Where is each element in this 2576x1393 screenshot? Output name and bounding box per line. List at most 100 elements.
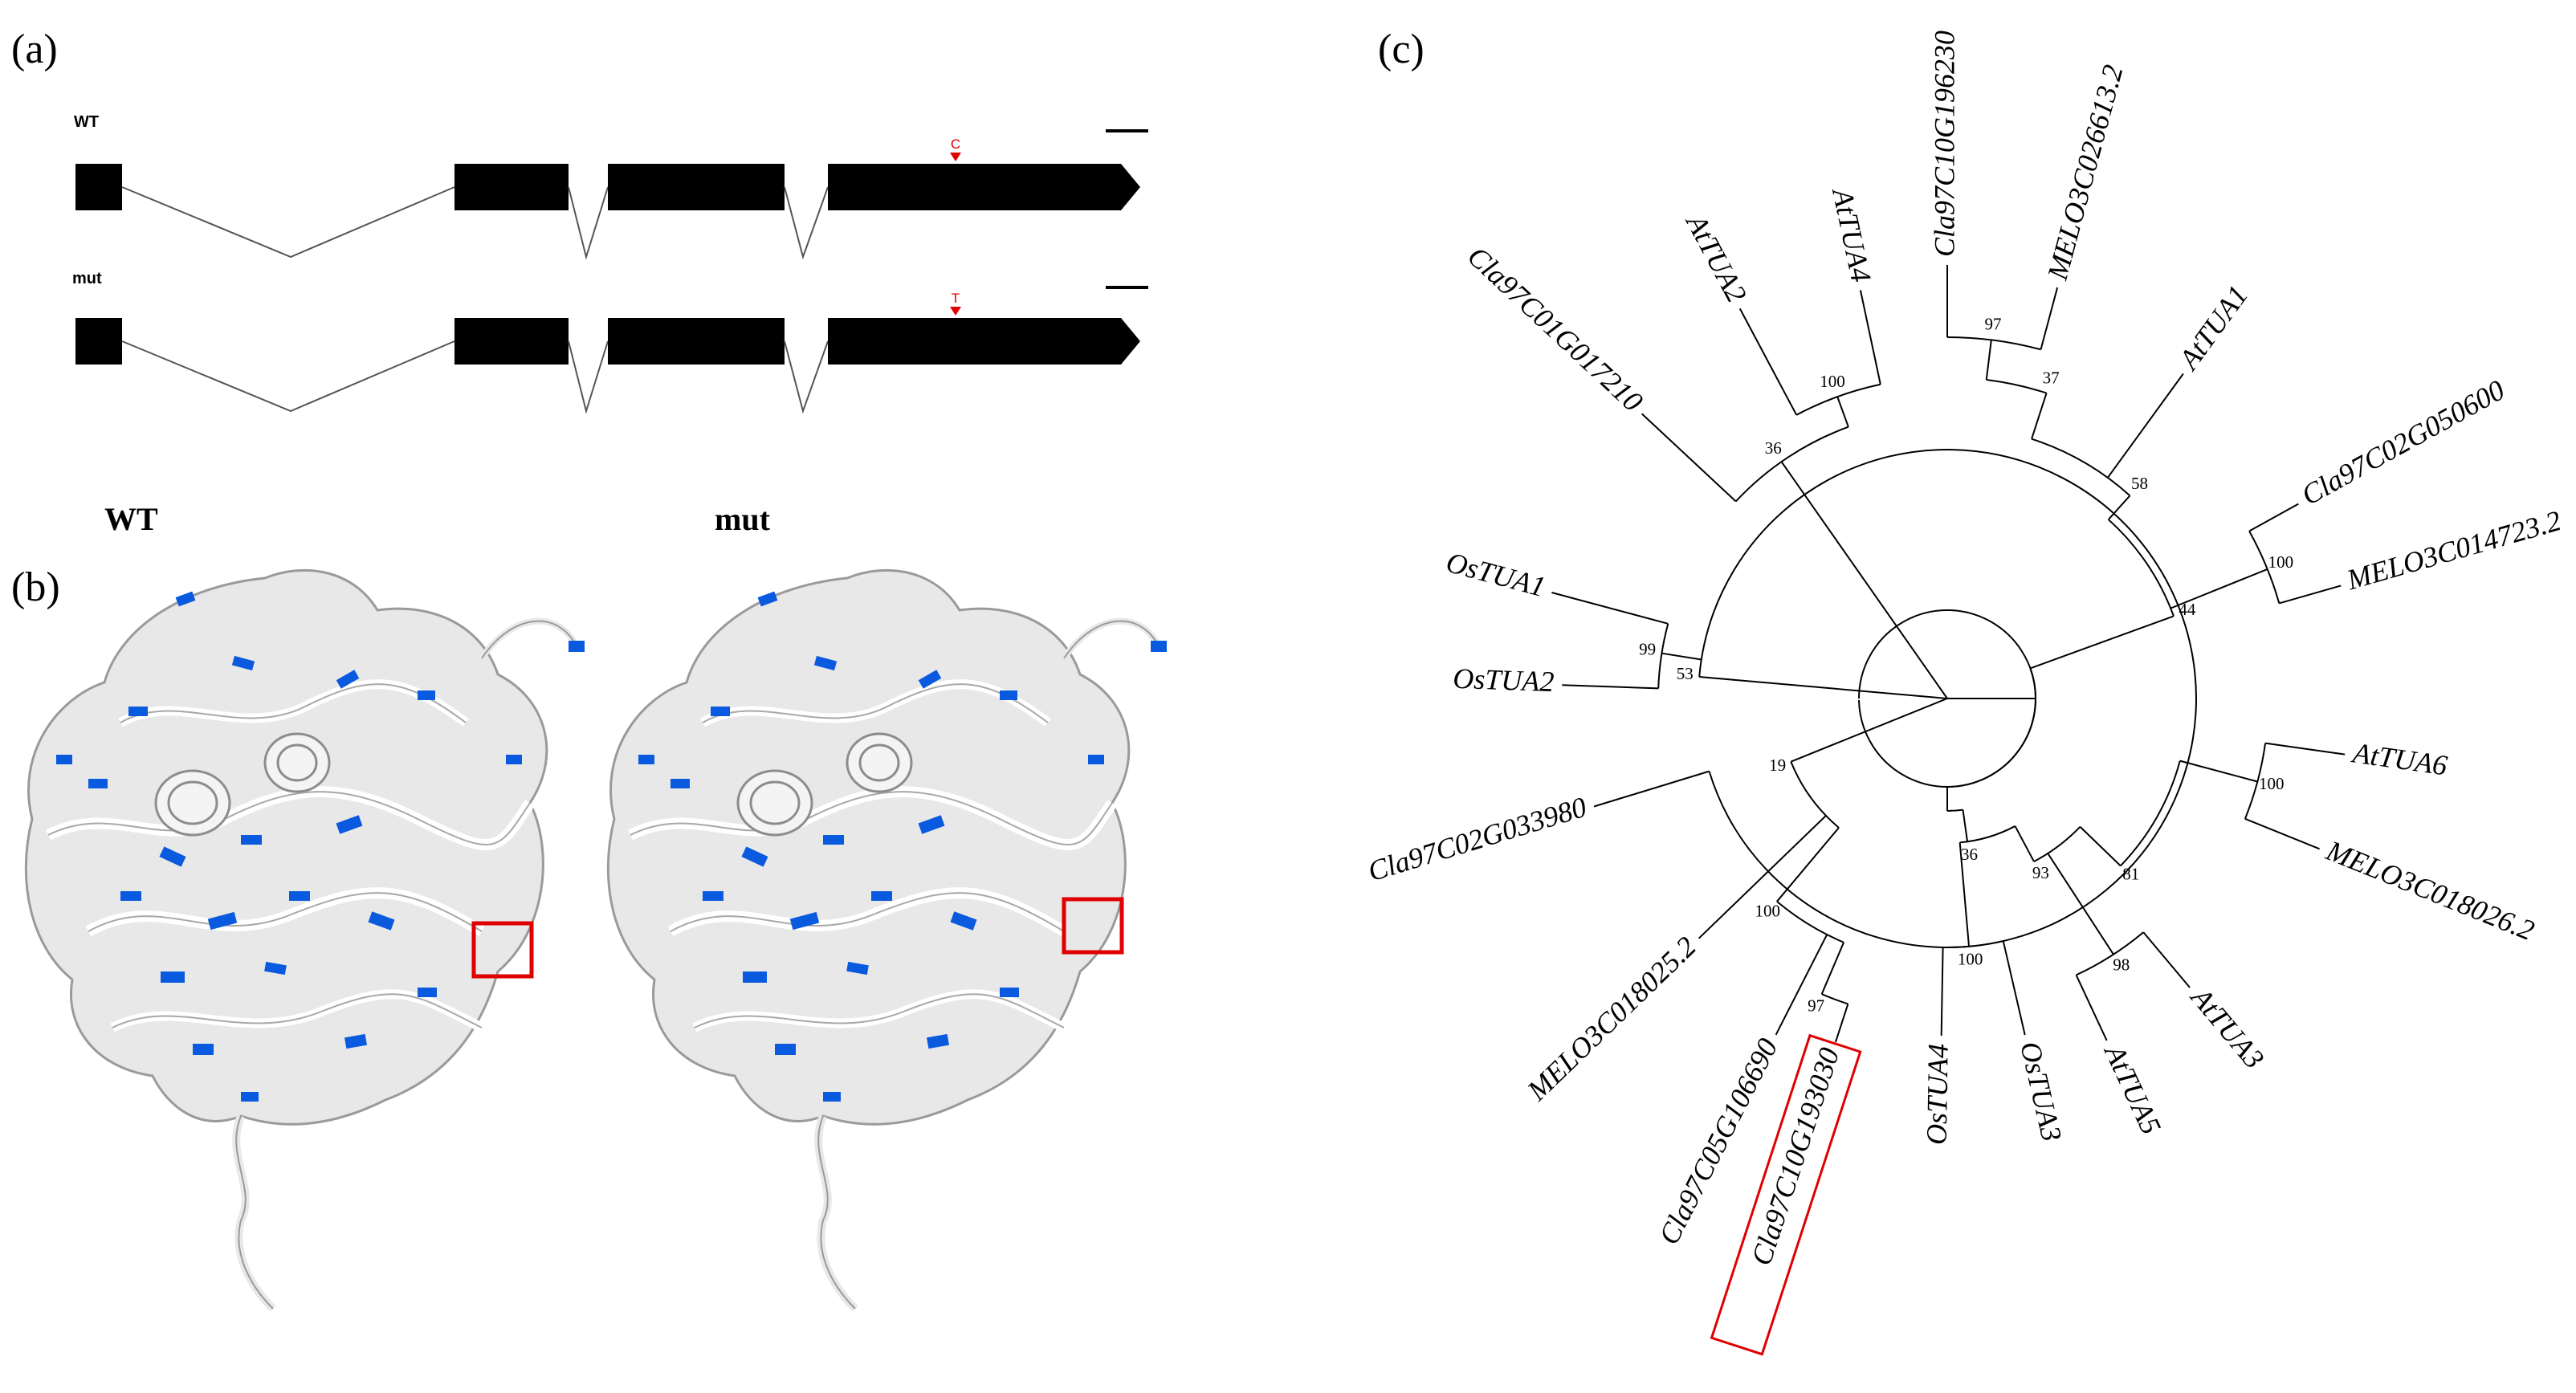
tree-branch	[1836, 396, 1849, 428]
bootstrap-b100_tua4: 100	[1820, 372, 1845, 391]
tree-arc	[1946, 668, 2036, 788]
tree-branch	[1834, 1004, 1849, 1043]
gene-wt-label: WT	[74, 113, 99, 131]
panel-label-a: (a)	[11, 26, 58, 72]
leaf-melo_26613: MELO3C026613.2	[2041, 62, 2130, 284]
snp-wt-base: C	[951, 136, 960, 152]
leaf-osTUA4: OsTUA4	[1921, 1044, 1954, 1146]
tree-branch	[1551, 592, 1669, 625]
exon-3	[608, 318, 785, 365]
tree-branch	[1985, 340, 1992, 381]
tree-branch	[2031, 393, 2048, 439]
exon-1	[75, 318, 122, 365]
tree-arc	[1698, 449, 2197, 948]
bootstrap-b58: 58	[2131, 474, 2148, 493]
bootstrap-b99: 99	[1639, 640, 1656, 659]
tree-branch	[2040, 287, 2059, 350]
tree-arc	[2033, 826, 2081, 862]
protein-model-mut	[608, 570, 1167, 1309]
mutation-site-box-wt	[471, 921, 534, 979]
leaf-atTUA6: AtTUA6	[2350, 736, 2449, 781]
tree-arc	[1795, 383, 1881, 416]
bootstrap-b44: 44	[2179, 600, 2196, 619]
leaf-cla_c02_33980: Cla97C02G033980	[1364, 791, 1590, 888]
exon-2	[454, 318, 569, 365]
tree-arc	[1946, 336, 2041, 351]
tree-branch	[2179, 760, 2258, 783]
intron-1	[121, 186, 455, 259]
tree-branch	[1562, 684, 1659, 690]
tree-branch	[1738, 308, 1798, 416]
gene-structure-mut: mut T	[72, 270, 1148, 414]
panel-label-b: (b)	[11, 564, 60, 610]
protein-mut-label: mut	[715, 501, 771, 537]
tree-branch	[1776, 827, 1840, 902]
leaf-cla_c01: Cla97C01G017210	[1461, 240, 1649, 418]
snp-mut-marker	[950, 307, 961, 316]
bootstrap-b100_cla: 100	[1755, 901, 1781, 920]
tree-branch	[1859, 290, 1881, 385]
bootstrap-b100_melo: 100	[2268, 552, 2294, 572]
bootstrap-b100_os: 100	[1958, 950, 1983, 969]
tree-inner-ring	[1858, 609, 2036, 788]
leaf-osTUA1: OsTUA1	[1443, 546, 1549, 603]
leaf-atTUA4: AtTUA4	[1826, 184, 1877, 285]
snp-mut-base: T	[952, 291, 960, 306]
leaf-melo_18025: MELO3C018025.2	[1520, 931, 1702, 1108]
bootstrap-b81: 81	[2122, 865, 2139, 884]
tree-branch	[2279, 584, 2342, 605]
highlight-box-cla97c10g193030	[1710, 1033, 1862, 1356]
exon-4	[828, 164, 1140, 210]
bootstrap-b100_tua6: 100	[2259, 774, 2285, 793]
tree-branch	[2047, 853, 2114, 955]
tree-arc	[2244, 743, 2267, 820]
tree-arc	[1946, 809, 1963, 813]
bootstrap-b97_c10: 97	[1985, 314, 2002, 333]
tree-branch	[1698, 815, 1827, 939]
tree-arc	[2108, 519, 2175, 617]
leaf-melo_14723: MELO3C014723.2	[2342, 504, 2564, 597]
tree-arc	[1959, 825, 2016, 844]
tree-branch	[2014, 825, 2035, 862]
bootstrap-b36_top: 36	[1765, 438, 1782, 458]
tree-arc	[1734, 426, 1849, 503]
bootstrap-b37: 37	[2043, 368, 2060, 387]
leaf-osTUA2: OsTUA2	[1453, 662, 1555, 698]
tree-branch	[2107, 495, 2131, 520]
leaf-melo_18026: MELO3C018026.2	[2321, 834, 2539, 947]
tree-branch	[1661, 652, 1702, 661]
tree-arc	[2248, 531, 2280, 604]
gene-structure-wt: WT C	[74, 113, 1148, 260]
panel-label-c: (c)	[1378, 26, 1425, 72]
exon-1	[75, 164, 122, 210]
leaf-osTUA3: OsTUA3	[2014, 1038, 2068, 1144]
tree-branch	[1780, 461, 1948, 699]
intron-3	[784, 186, 829, 260]
exon-2	[454, 164, 569, 210]
tree-branch	[2170, 568, 2268, 609]
tree-branch	[1790, 698, 1948, 763]
tree-arc	[1986, 378, 2047, 394]
leaf-atTUA2: AtTUA2	[1679, 207, 1753, 308]
tree-branch	[1940, 947, 1944, 1036]
tree-branch	[2030, 615, 2175, 670]
bootstrap-b97_low: 97	[1808, 996, 1824, 1016]
tree-branch	[2142, 931, 2191, 988]
protein-model-wt	[26, 570, 585, 1309]
leaf-cla_c02_50600: Cla97C02G050600	[2297, 373, 2510, 511]
leaf-atTUA3: AtTUA3	[2184, 980, 2271, 1075]
bootstrap-b53: 53	[1677, 664, 1694, 683]
protein-wt-label: WT	[104, 501, 158, 537]
tree-branch	[1593, 770, 1710, 808]
tree-branch	[2248, 503, 2299, 532]
leaf-atTUA1: AtTUA1	[2171, 279, 2254, 377]
bootstrap-b19: 19	[1769, 756, 1786, 775]
tree-branch	[1641, 413, 1737, 503]
bootstrap-b93: 93	[2032, 863, 2049, 882]
tree-branch	[2002, 940, 2026, 1036]
tree-bootstrap-labels: 1003697375810044811009398361009953191009…	[1639, 314, 2293, 1015]
tree-branch	[1820, 942, 1844, 995]
tree-branch	[1958, 842, 1971, 947]
snp-wt-marker	[950, 153, 961, 161]
